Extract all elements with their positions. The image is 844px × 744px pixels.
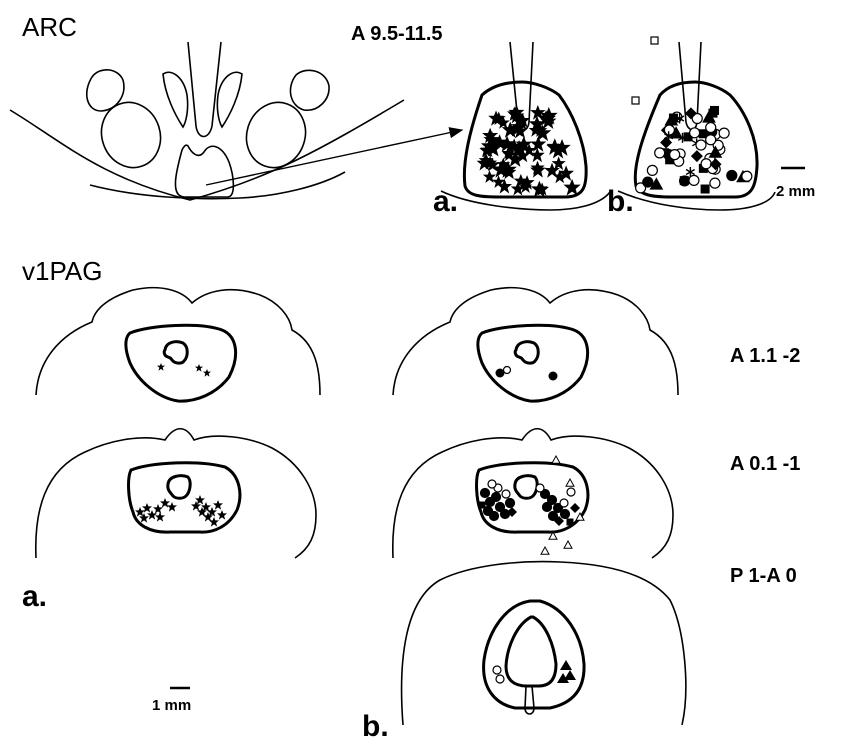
- arc-inset-b-markers: [636, 106, 752, 194]
- open-circle-marker: [690, 128, 700, 138]
- filled-square-marker: [567, 519, 574, 526]
- open-circle-marker: [502, 490, 510, 498]
- star-marker: [167, 502, 177, 512]
- open-circle-marker: [488, 480, 496, 488]
- open-circle-marker: [696, 140, 706, 150]
- pag-scale-bar: 1 mm: [152, 688, 191, 714]
- pag-b1-aqueduct: [515, 342, 538, 363]
- filled-diamond-marker: [570, 503, 580, 513]
- filled-square-marker: [479, 502, 486, 509]
- pag-panel-b-label: b.: [362, 710, 389, 743]
- star-marker: [157, 363, 165, 371]
- open-triangle-marker: [566, 479, 574, 486]
- pag-a2-brainstem-outline: [36, 429, 316, 558]
- arc-scale-label: 2 mm: [776, 183, 815, 200]
- open-circle-marker: [567, 488, 575, 496]
- filled-circle-marker: [481, 489, 490, 498]
- open-circle-marker: [504, 367, 511, 374]
- pag-coordinate-label-1: A 1.1 -2: [730, 345, 800, 367]
- pag-a1-aqueduct: [164, 342, 187, 363]
- open-circle-marker: [536, 484, 544, 492]
- filled-square-marker: [708, 109, 717, 118]
- filled-square-marker: [680, 176, 689, 185]
- filled-circle-marker: [543, 503, 552, 512]
- arc-third-ventricle: [188, 42, 221, 137]
- arc-panel-b-label: b.: [607, 185, 634, 218]
- pag-label: v1PAG: [22, 256, 102, 286]
- open-circle-marker: [742, 171, 752, 181]
- arc-overview-section: [10, 42, 462, 200]
- pag-panel-a-label: a.: [22, 580, 47, 613]
- open-circle-marker: [689, 175, 699, 185]
- star-marker: [203, 369, 211, 377]
- filled-triangle-marker: [560, 660, 572, 670]
- filled-circle-marker: [490, 512, 499, 521]
- open-triangle-marker: [564, 541, 572, 548]
- open-circle-marker: [493, 666, 501, 674]
- arc-inset-a-floor: [441, 191, 610, 210]
- filled-diamond-marker: [691, 150, 703, 162]
- open-square-marker: [632, 97, 639, 104]
- pag-a2-aqueduct: [168, 476, 190, 499]
- pag-b2-markers: [479, 456, 585, 554]
- open-square-marker: [651, 37, 658, 44]
- pag-section: v1PAG a. 1 mm: [22, 256, 800, 743]
- star-marker: [153, 504, 163, 514]
- arc-structure-left: [92, 94, 169, 176]
- star-marker: [209, 517, 219, 527]
- arc-coordinate-label: A 9.5-11.5: [351, 23, 443, 45]
- open-circle-marker: [560, 499, 568, 507]
- arc-optic-tract-left: [163, 72, 188, 127]
- pag-b1-brainstem-outline: [393, 288, 678, 395]
- star-marker: [213, 500, 223, 510]
- pag-a2-stars: [135, 495, 227, 527]
- pag-b2-brainstem-outline: [393, 429, 673, 558]
- open-circle-marker: [647, 165, 657, 175]
- open-circle-marker: [719, 128, 729, 138]
- arc-panel-a-label: a.: [433, 185, 458, 218]
- filled-circle-marker: [492, 493, 501, 502]
- pag-a-level-2: [36, 429, 316, 558]
- pag-b-level-3: [402, 562, 686, 725]
- pag-coordinate-label-3: P 1-A 0: [730, 565, 797, 587]
- filled-circle-marker: [727, 170, 737, 180]
- star-marker: [195, 364, 203, 372]
- open-circle-marker: [701, 159, 711, 169]
- arc-label: ARC: [22, 12, 77, 42]
- open-circle-marker: [706, 122, 716, 132]
- open-circle-marker: [670, 150, 680, 160]
- pag-b3-canal: [525, 686, 534, 714]
- arc-scale-bar: 2 mm: [776, 168, 815, 200]
- filled-circle-marker: [561, 510, 570, 519]
- pag-b3-aqueduct: [506, 617, 556, 686]
- open-circle-marker: [496, 675, 504, 683]
- star-marker: [217, 510, 227, 520]
- arc-inset-b: b.: [607, 37, 775, 218]
- open-circle-marker: [655, 148, 665, 158]
- pag-a-level-1: [36, 288, 320, 401]
- open-triangle-marker: [541, 547, 549, 554]
- arc-ventricle-right: [290, 70, 329, 110]
- open-circle-marker: [710, 178, 720, 188]
- open-triangle-marker: [552, 456, 560, 463]
- pag-b-level-1: [393, 288, 678, 401]
- open-circle-marker: [706, 135, 716, 145]
- pag-coordinate-label-2: A 0.1 -1: [730, 453, 800, 475]
- arc-section-base: [90, 172, 345, 199]
- filled-square-marker: [701, 185, 710, 194]
- filled-circle-marker: [549, 372, 558, 381]
- pag-b2-aqueduct: [515, 476, 537, 499]
- filled-circle-marker: [643, 177, 653, 187]
- pag-b3-brainstem-outline: [402, 562, 686, 725]
- arc-optic-tract-right: [217, 72, 242, 127]
- arc-section: ARC A 9.5-11.5 a.: [10, 12, 815, 218]
- pag-b-level-2: [393, 429, 673, 558]
- filled-circle-marker: [506, 499, 515, 508]
- pag-scale-label: 1 mm: [152, 697, 191, 714]
- arc-inset-a-stars: [477, 105, 581, 198]
